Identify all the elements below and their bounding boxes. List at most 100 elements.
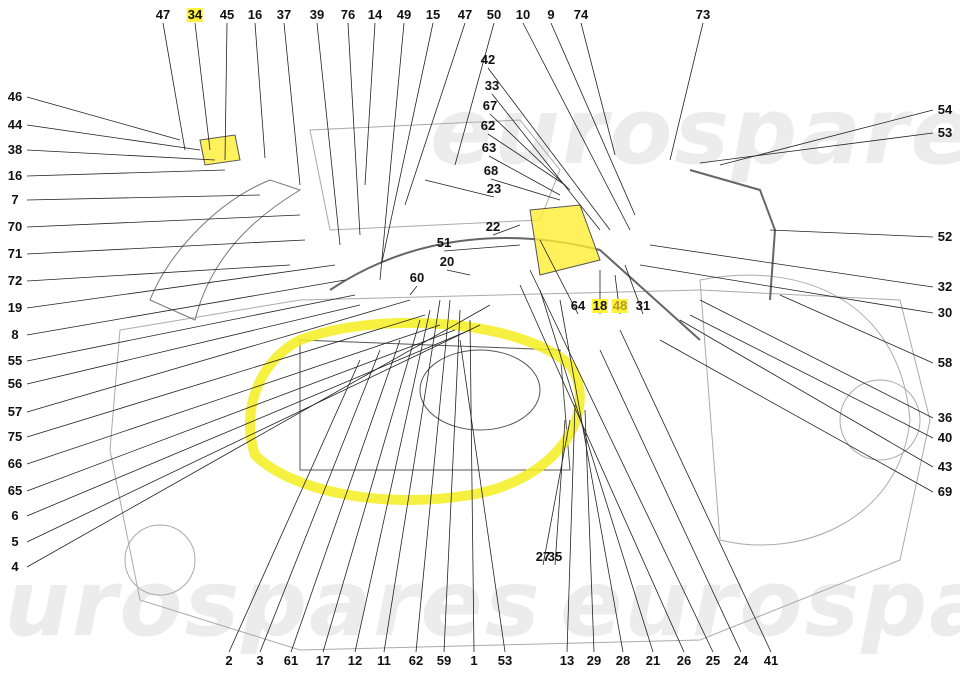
- part-label-34[interactable]: 34: [186, 7, 204, 22]
- part-label-67[interactable]: 67: [482, 98, 498, 113]
- part-label-50[interactable]: 50: [486, 7, 502, 22]
- part-label-22[interactable]: 22: [485, 219, 501, 234]
- part-label-32[interactable]: 32: [937, 279, 953, 294]
- part-label-63[interactable]: 63: [481, 140, 497, 155]
- part-label-70[interactable]: 70: [7, 219, 23, 234]
- part-label-59[interactable]: 59: [436, 653, 452, 668]
- part-label-72[interactable]: 72: [7, 273, 23, 288]
- leader-line-70: [26, 214, 301, 228]
- part-label-41[interactable]: 41: [763, 653, 779, 668]
- leader-line-23: [424, 179, 495, 198]
- bellhousing: [839, 379, 921, 461]
- part-label-62[interactable]: 62: [480, 118, 496, 133]
- part-label-57[interactable]: 57: [7, 404, 23, 419]
- part-label-17[interactable]: 17: [315, 653, 331, 668]
- part-label-16[interactable]: 16: [7, 168, 23, 183]
- part-label-8[interactable]: 8: [11, 327, 19, 342]
- part-label-7[interactable]: 7: [11, 192, 19, 207]
- part-label-61[interactable]: 61: [283, 653, 299, 668]
- part-label-33[interactable]: 33: [484, 78, 500, 93]
- part-label-46[interactable]: 46: [7, 89, 23, 104]
- part-label-19[interactable]: 19: [7, 300, 23, 315]
- part-label-60[interactable]: 60: [409, 270, 425, 285]
- part-label-26[interactable]: 26: [676, 653, 692, 668]
- part-label-27[interactable]: 27: [535, 549, 551, 564]
- part-label-43[interactable]: 43: [937, 459, 953, 474]
- part-label-52[interactable]: 52: [937, 229, 953, 244]
- leader-line-45: [224, 22, 228, 161]
- part-label-68[interactable]: 68: [483, 163, 499, 178]
- highlight-ellipse: [245, 317, 585, 505]
- part-label-28[interactable]: 28: [615, 653, 631, 668]
- part-label-16[interactable]: 16: [247, 7, 263, 22]
- part-label-45[interactable]: 45: [219, 7, 235, 22]
- part-label-48[interactable]: 48: [611, 298, 629, 313]
- part-label-54[interactable]: 54: [937, 102, 953, 117]
- part-label-65[interactable]: 65: [7, 483, 23, 498]
- part-label-20[interactable]: 20: [439, 254, 455, 269]
- leader-line-74: [580, 22, 616, 156]
- part-label-73[interactable]: 73: [695, 7, 711, 22]
- part-label-62[interactable]: 62: [408, 653, 424, 668]
- leader-line-8: [26, 279, 346, 336]
- part-label-53[interactable]: 53: [497, 653, 513, 668]
- leader-line-60: [409, 285, 418, 296]
- part-label-51[interactable]: 51: [436, 235, 452, 250]
- part-label-44[interactable]: 44: [7, 117, 23, 132]
- part-label-49[interactable]: 49: [396, 7, 412, 22]
- leader-line-63: [488, 155, 561, 196]
- part-label-21[interactable]: 21: [645, 653, 661, 668]
- part-label-25[interactable]: 25: [705, 653, 721, 668]
- part-label-58[interactable]: 58: [937, 355, 953, 370]
- part-label-36[interactable]: 36: [937, 410, 953, 425]
- part-label-42[interactable]: 42: [480, 52, 496, 67]
- part-label-66[interactable]: 66: [7, 456, 23, 471]
- part-label-76[interactable]: 76: [340, 7, 356, 22]
- part-label-1[interactable]: 1: [470, 653, 478, 668]
- part-label-9[interactable]: 9: [547, 7, 555, 22]
- part-label-13[interactable]: 13: [559, 653, 575, 668]
- part-label-14[interactable]: 14: [367, 7, 383, 22]
- part-label-69[interactable]: 69: [937, 484, 953, 499]
- part-label-55[interactable]: 55: [7, 353, 23, 368]
- part-label-75[interactable]: 75: [7, 429, 23, 444]
- leader-line-62: [487, 133, 566, 186]
- part-label-53[interactable]: 53: [937, 125, 953, 140]
- leader-line-47: [404, 22, 466, 206]
- leader-line-47: [162, 22, 186, 151]
- part-label-29[interactable]: 29: [586, 653, 602, 668]
- leader-line-41: [619, 329, 772, 653]
- part-label-2[interactable]: 2: [225, 653, 233, 668]
- leader-line-34: [194, 22, 211, 151]
- part-label-47[interactable]: 47: [457, 7, 473, 22]
- leader-line-50: [454, 22, 495, 166]
- part-label-71[interactable]: 71: [7, 246, 23, 261]
- part-label-64[interactable]: 64: [570, 298, 586, 313]
- leader-line-44: [26, 124, 201, 151]
- part-label-3[interactable]: 3: [256, 653, 264, 668]
- intake-hose: [149, 179, 302, 321]
- part-label-37[interactable]: 37: [276, 7, 292, 22]
- part-label-12[interactable]: 12: [347, 653, 363, 668]
- part-label-23[interactable]: 23: [486, 181, 502, 196]
- part-label-40[interactable]: 40: [937, 430, 953, 445]
- part-label-39[interactable]: 39: [309, 7, 325, 22]
- part-label-11[interactable]: 11: [377, 653, 391, 668]
- part-label-35[interactable]: 35: [547, 549, 563, 564]
- part-label-15[interactable]: 15: [425, 7, 441, 22]
- part-label-47[interactable]: 47: [155, 7, 171, 22]
- part-label-24[interactable]: 24: [733, 653, 749, 668]
- leader-line-49: [379, 22, 405, 281]
- part-label-38[interactable]: 38: [7, 142, 23, 157]
- part-label-31[interactable]: 31: [635, 298, 651, 313]
- part-label-5[interactable]: 5: [11, 534, 19, 549]
- part-label-6[interactable]: 6: [11, 508, 19, 523]
- part-label-18[interactable]: 18: [591, 298, 609, 313]
- part-label-74[interactable]: 74: [573, 7, 589, 22]
- part-label-30[interactable]: 30: [937, 305, 953, 320]
- part-label-4[interactable]: 4: [11, 559, 19, 574]
- part-label-10[interactable]: 10: [515, 7, 531, 22]
- leader-line-12: [354, 309, 431, 653]
- part-label-56[interactable]: 56: [7, 376, 23, 391]
- leader-line-58: [779, 294, 934, 364]
